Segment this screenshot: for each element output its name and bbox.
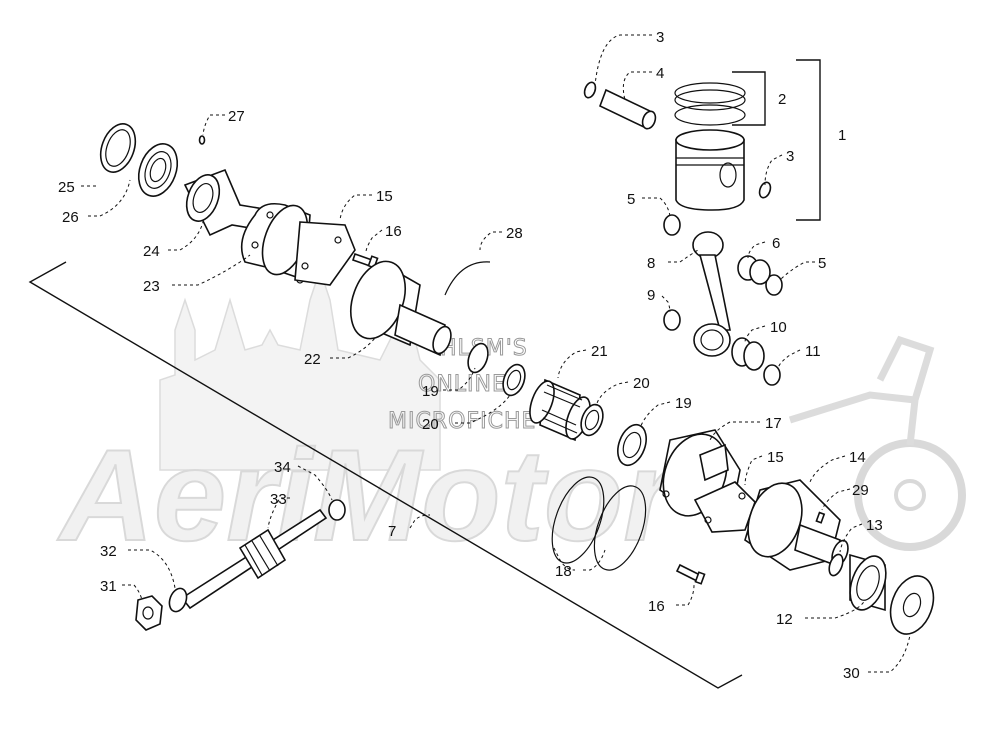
flange-plate-15-left bbox=[294, 221, 356, 286]
callout-20-left: 20 bbox=[422, 416, 439, 433]
callout-19-right: 19 bbox=[675, 395, 692, 412]
rings-18 bbox=[551, 476, 647, 571]
nut-31 bbox=[135, 595, 163, 631]
washer-34 bbox=[328, 499, 346, 521]
clip-3-right bbox=[758, 181, 772, 199]
callout-21: 21 bbox=[591, 343, 608, 360]
leader-lines bbox=[80, 34, 911, 673]
watermark-logo: AeriMotor bbox=[57, 422, 680, 568]
callouts: 1 2 3 3 4 5 5 6 7 8 9 10 11 12 13 14 15 … bbox=[58, 29, 883, 682]
callout-19-left: 19 bbox=[422, 383, 439, 400]
watermark-motorcycle bbox=[788, 335, 966, 551]
parts bbox=[99, 59, 935, 635]
callout-1: 1 bbox=[838, 127, 846, 144]
callout-11: 11 bbox=[805, 343, 821, 360]
washer-9 bbox=[663, 309, 681, 331]
needle-bearing-6 bbox=[737, 255, 771, 285]
ring-32 bbox=[168, 587, 188, 613]
callout-3-right: 3 bbox=[786, 148, 794, 165]
callout-33: 33 bbox=[270, 491, 287, 508]
callout-28: 28 bbox=[506, 225, 523, 242]
washer-5-upper bbox=[663, 214, 681, 236]
callout-7: 7 bbox=[388, 523, 396, 540]
washer-11 bbox=[763, 364, 781, 386]
callout-24: 24 bbox=[143, 243, 160, 260]
callout-31: 31 bbox=[100, 578, 117, 595]
bearing-12 bbox=[849, 553, 887, 612]
callout-23: 23 bbox=[143, 278, 160, 295]
callout-12: 12 bbox=[776, 611, 793, 628]
callout-15-left: 15 bbox=[376, 188, 393, 205]
watermark-line-2: ONLINE bbox=[418, 372, 507, 397]
bracket-1 bbox=[796, 59, 821, 221]
watermark-line-3: MICROFICHE bbox=[388, 409, 536, 434]
key-29 bbox=[815, 511, 826, 524]
callout-6: 6 bbox=[772, 235, 780, 252]
callout-13: 13 bbox=[866, 517, 883, 534]
bracket-2 bbox=[732, 71, 766, 126]
piston-rings-2 bbox=[674, 82, 746, 126]
snap-ring-28 bbox=[444, 261, 491, 296]
callout-32: 32 bbox=[100, 543, 117, 560]
callout-27: 27 bbox=[228, 108, 245, 125]
watermark: AeriMotor HLSM'S ONLINE MICROFICHE bbox=[56, 267, 966, 569]
ring-13 bbox=[828, 553, 844, 577]
callout-10: 10 bbox=[770, 319, 787, 336]
crankshaft-end-14 bbox=[744, 479, 849, 571]
callout-5-right: 5 bbox=[818, 255, 826, 272]
callout-14: 14 bbox=[849, 449, 866, 466]
shaft-33 bbox=[180, 508, 328, 610]
callout-5-upper: 5 bbox=[627, 191, 635, 208]
callout-25: 25 bbox=[58, 179, 75, 196]
bolt-16-upper bbox=[351, 252, 379, 269]
bearing-10 bbox=[731, 337, 765, 371]
callout-8: 8 bbox=[647, 255, 655, 272]
callout-30: 30 bbox=[843, 665, 860, 682]
callout-26: 26 bbox=[62, 209, 79, 226]
callout-17: 17 bbox=[765, 415, 782, 432]
callout-16-upper: 16 bbox=[385, 223, 402, 240]
pin-27 bbox=[198, 135, 206, 145]
connecting-rod-8 bbox=[692, 231, 731, 357]
piston-pin-4 bbox=[598, 88, 657, 130]
callout-15-right: 15 bbox=[767, 449, 784, 466]
callout-34: 34 bbox=[274, 459, 291, 476]
seal-ring-25 bbox=[99, 123, 137, 173]
callout-9: 9 bbox=[647, 287, 655, 304]
seal-19-right bbox=[617, 423, 647, 467]
callout-29: 29 bbox=[852, 482, 869, 499]
callout-22: 22 bbox=[304, 351, 321, 368]
callout-3-top: 3 bbox=[656, 29, 664, 46]
bearing-26 bbox=[137, 143, 179, 197]
piston-1 bbox=[675, 129, 745, 211]
callout-20-right: 20 bbox=[633, 375, 650, 392]
callout-4: 4 bbox=[656, 65, 664, 82]
callout-16-lower: 16 bbox=[648, 598, 665, 615]
seal-30 bbox=[889, 575, 935, 635]
assembly-baseline bbox=[28, 261, 743, 689]
callout-2: 2 bbox=[778, 91, 786, 108]
callout-18: 18 bbox=[555, 563, 572, 580]
flywheel-22 bbox=[350, 260, 452, 357]
washer-5-right bbox=[765, 274, 783, 296]
clip-3-left bbox=[583, 81, 597, 99]
bolt-16-lower bbox=[675, 563, 706, 585]
